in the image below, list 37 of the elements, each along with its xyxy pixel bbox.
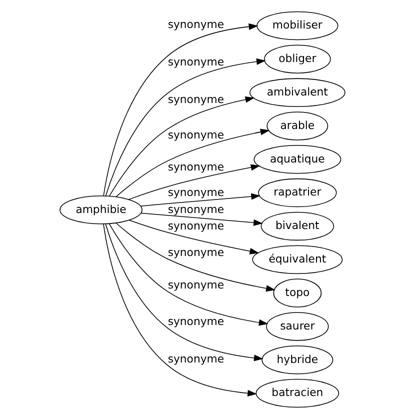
node-ellipse: arable — [266, 112, 328, 140]
arrow — [105, 58, 266, 196]
node-ellipse: topo — [273, 278, 322, 308]
arrow — [109, 96, 255, 196]
node-ellipse: hybride — [262, 345, 334, 374]
edge-label: synonyme — [168, 352, 224, 366]
arrow — [103, 224, 257, 396]
edge-label: synonyme — [168, 315, 224, 328]
edge-label: synonyme — [168, 278, 224, 292]
node-ellipse: amphibie — [60, 196, 142, 224]
arrow — [128, 164, 260, 200]
arrow — [128, 220, 260, 254]
edge-label: synonyme — [168, 219, 224, 232]
edge-label: synonyme — [168, 92, 224, 106]
arrow — [103, 23, 258, 196]
node-ellipse: rapatrier — [258, 178, 337, 208]
node-ellipse: obliger — [264, 44, 331, 74]
arrow — [108, 223, 268, 326]
edge-label: synonyme — [168, 56, 224, 69]
edge-label: synonyme — [168, 18, 224, 32]
edge-label: synonyme — [168, 128, 224, 142]
node-ellipse: équivalent — [252, 245, 343, 274]
arrow — [116, 222, 276, 292]
arrow — [140, 212, 263, 226]
edge-label: synonyme — [168, 246, 224, 259]
node-ellipse: batracien — [256, 378, 340, 408]
node-ellipse: aquatique — [254, 145, 342, 174]
node-ellipse: mobiliser — [256, 11, 338, 40]
node-ellipse: ambivalent — [249, 78, 346, 107]
arrow — [105, 223, 264, 362]
node-ellipse: bivalent — [260, 212, 334, 241]
edge-label: synonyme — [168, 160, 224, 174]
edge-label: synonyme — [168, 203, 224, 216]
edge-label: synonyme — [168, 186, 224, 200]
arrow — [140, 193, 261, 207]
node-ellipse: saurer — [266, 312, 329, 341]
arrow — [116, 128, 270, 198]
